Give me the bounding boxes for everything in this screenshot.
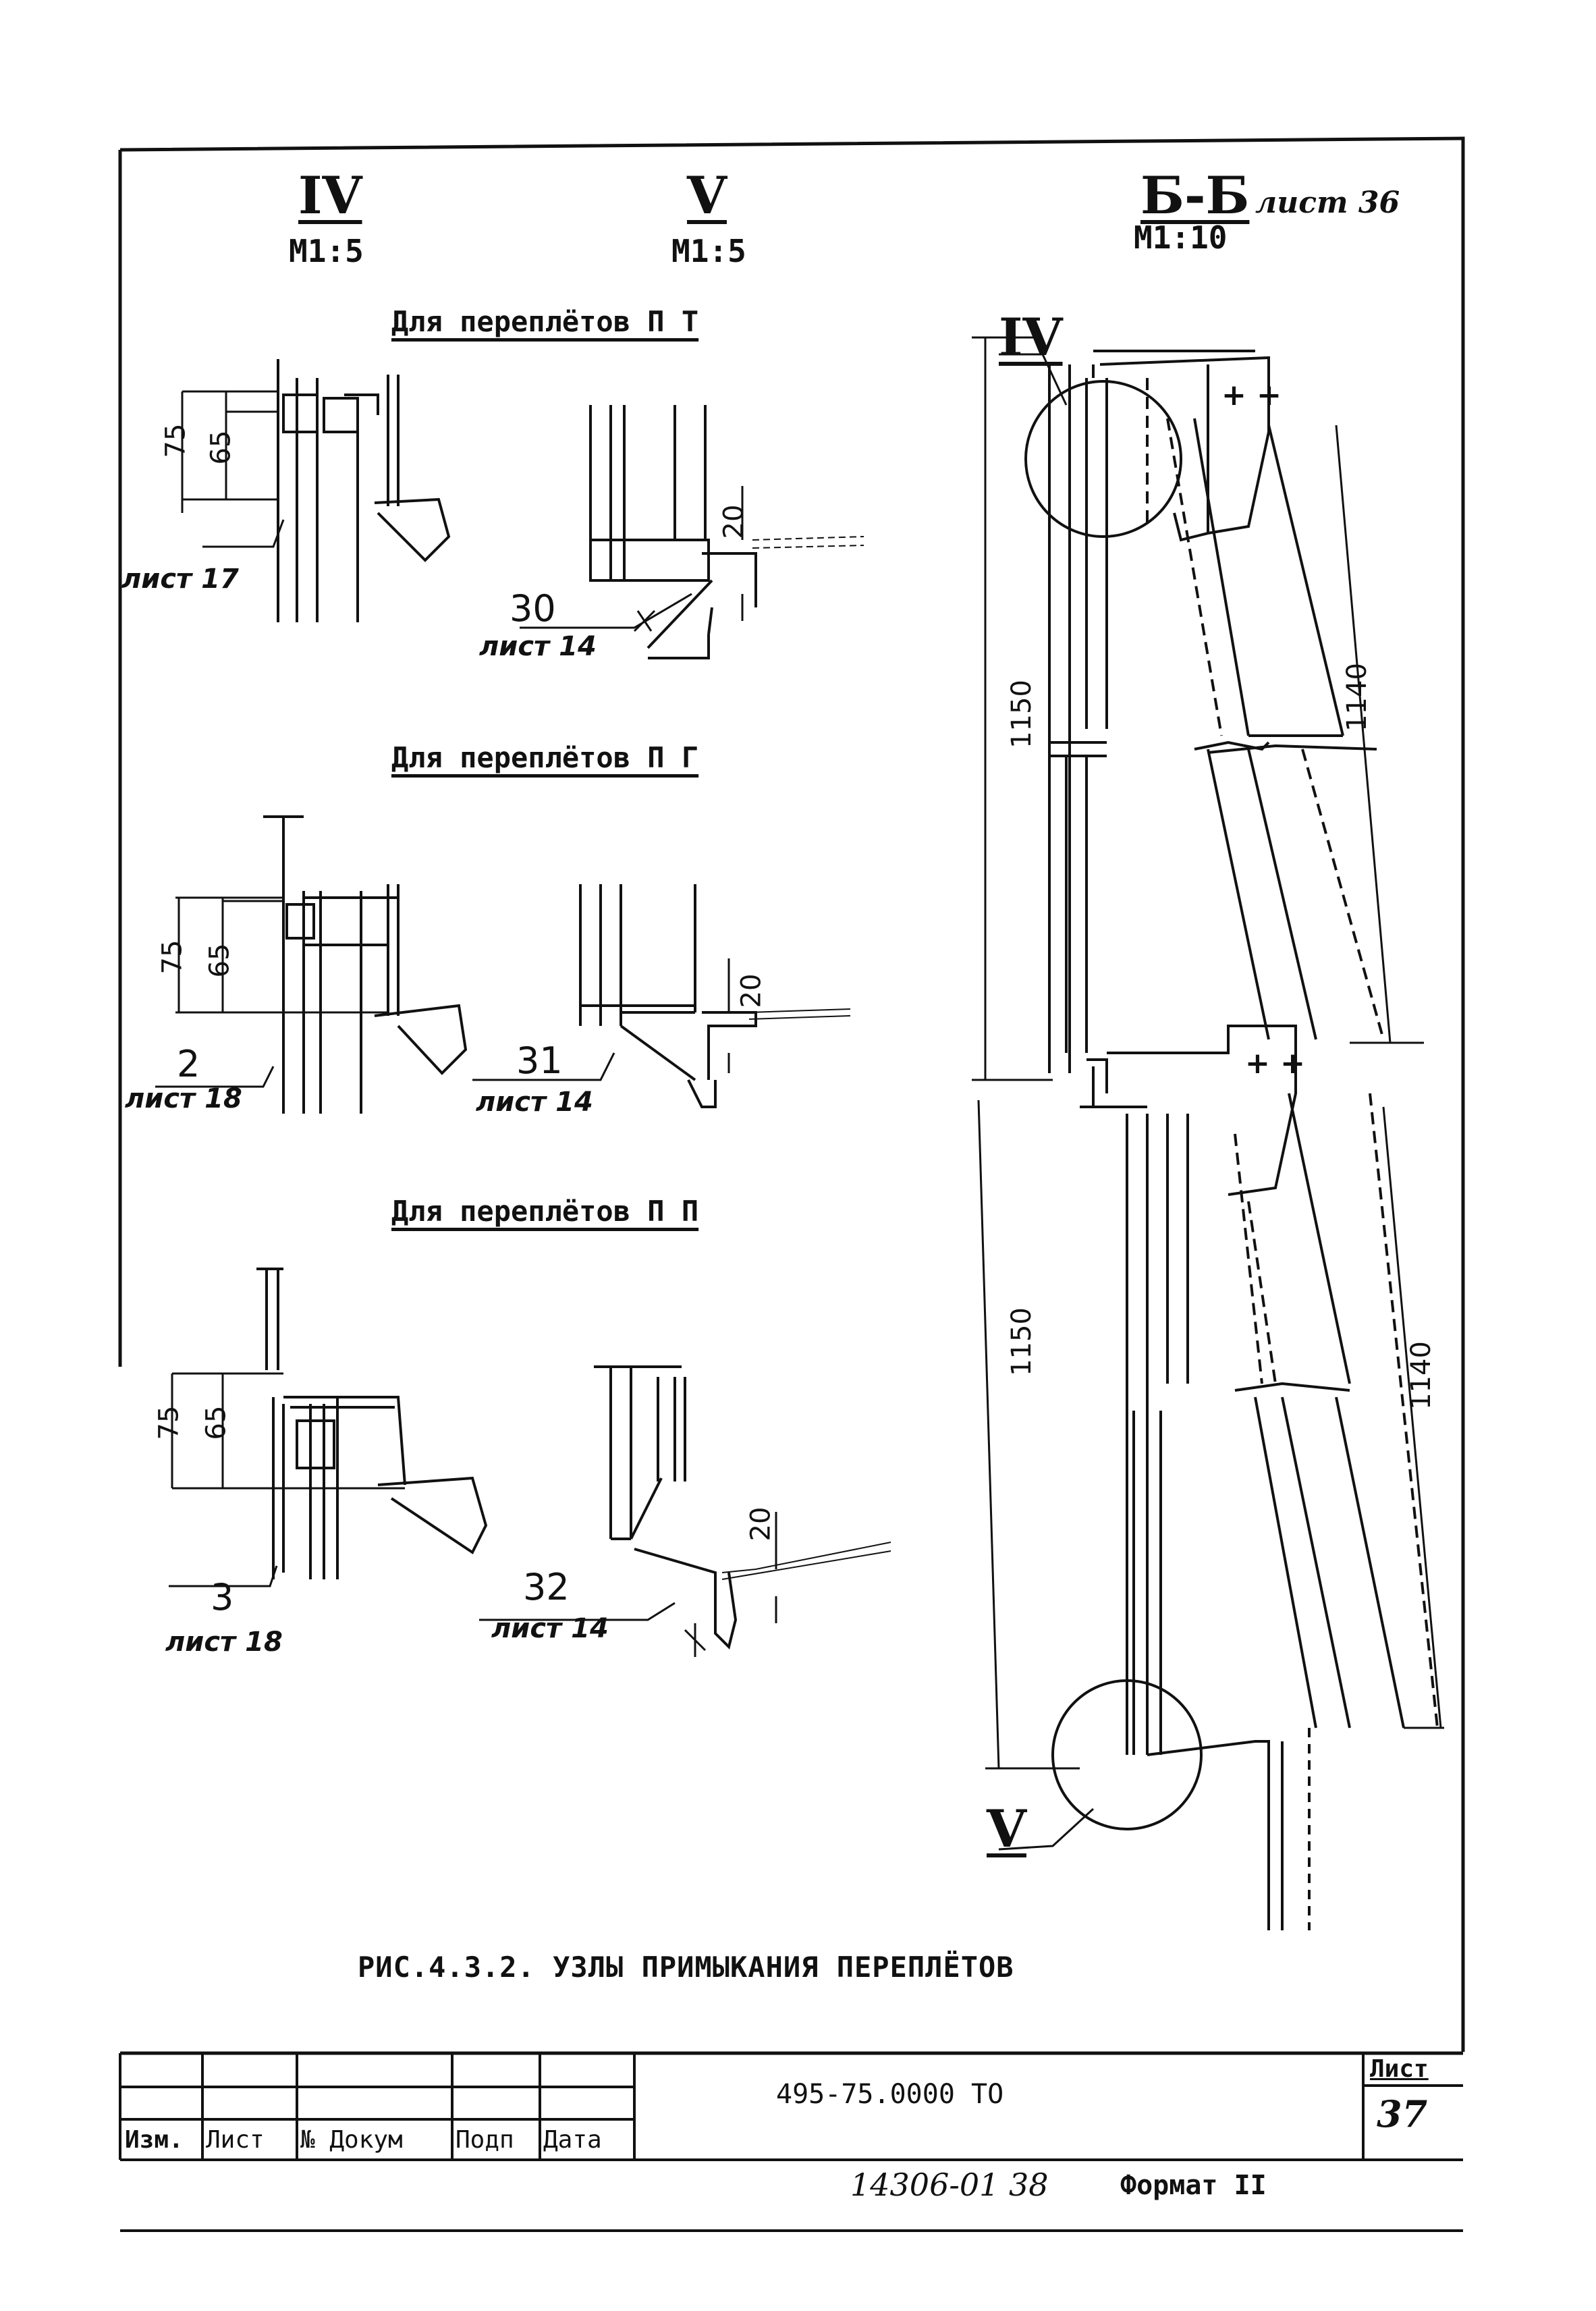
section-dim-1150-lower: 1150 bbox=[1006, 1307, 1037, 1376]
group-2-dim-20: 20 bbox=[736, 973, 767, 1008]
callout-circle-v bbox=[1051, 1679, 1203, 1830]
group-2-dim-65: 65 bbox=[204, 943, 236, 978]
group-2-left-sheet: лист 18 bbox=[125, 1083, 242, 1114]
group-2-left-num: 2 bbox=[177, 1043, 200, 1085]
tb-sheet-number: 37 bbox=[1377, 2092, 1428, 2136]
view-v-numeral: V bbox=[687, 165, 727, 225]
section-callout-v: V bbox=[987, 1799, 1026, 1859]
sheet-frame bbox=[118, 136, 1465, 2052]
tb-col-data: Дата bbox=[543, 2126, 602, 2154]
section-bb bbox=[972, 336, 1444, 1930]
group-1-right-num: 30 bbox=[510, 587, 556, 630]
tb-doc-code: 495-75.0000 ТО bbox=[776, 2079, 1004, 2110]
group-1-left-sheet: лист 17 bbox=[121, 564, 239, 595]
group-2-title: Для переплётов П Г bbox=[391, 741, 699, 774]
view-v-scale: M1:5 bbox=[671, 233, 746, 269]
svg-text:+ +: + + bbox=[1221, 378, 1282, 412]
tb-col-izm: Изм. bbox=[125, 2126, 184, 2154]
group-3-left-sheet: лист 18 bbox=[165, 1627, 283, 1658]
tb-col-podp: Подп bbox=[456, 2126, 514, 2154]
figure-caption: РИС.4.3.2. УЗЛЫ ПРИМЫКАНИЯ ПЕРЕПЛЁТОВ bbox=[358, 1951, 1014, 1984]
section-bb-scale: M1:10 bbox=[1134, 219, 1228, 256]
section-sheet-ref: лист 36 bbox=[1255, 186, 1400, 220]
group-3-dim-65: 65 bbox=[200, 1405, 232, 1440]
group-1-right-sheet: лист 14 bbox=[479, 631, 597, 662]
view-iv-numeral: IV bbox=[298, 165, 362, 225]
detail-v-2 bbox=[472, 884, 851, 1108]
tb-footer-right: Формат II bbox=[1120, 2170, 1267, 2201]
view-iv-scale: M1:5 bbox=[289, 233, 364, 269]
detail-iv-2 bbox=[155, 815, 468, 1114]
group-3-right-sheet: лист 14 bbox=[491, 1613, 609, 1644]
group-1-dim-20: 20 bbox=[718, 504, 750, 539]
group-1-dim-65: 65 bbox=[205, 430, 237, 465]
group-2-right-sheet: лист 14 bbox=[476, 1087, 593, 1118]
group-1-title: Для переплётов П Т bbox=[391, 305, 699, 338]
section-dim-1140-upper: 1140 bbox=[1341, 663, 1373, 732]
tb-col-dokum: № Докум bbox=[300, 2126, 403, 2154]
callout-circle-iv bbox=[1024, 380, 1182, 538]
group-2-right-num: 31 bbox=[516, 1039, 563, 1082]
detail-iv-1 bbox=[181, 359, 451, 622]
tb-sheet-label: Лист bbox=[1370, 2055, 1429, 2083]
section-dim-1140-lower: 1140 bbox=[1405, 1341, 1437, 1410]
group-3-dim-75: 75 bbox=[153, 1405, 185, 1440]
section-dim-1150-upper: 1150 bbox=[1006, 680, 1037, 749]
detail-v-1 bbox=[520, 405, 864, 659]
section-bb-label: Б-Б bbox=[1140, 165, 1250, 225]
group-3-right-num: 32 bbox=[523, 1566, 570, 1608]
group-3-dim-20: 20 bbox=[745, 1506, 777, 1542]
tb-col-list: Лист bbox=[206, 2126, 265, 2154]
section-callout-iv: IV bbox=[999, 307, 1063, 367]
group-3-left-num: 3 bbox=[211, 1576, 234, 1619]
tb-footer-left: 14306-01 38 bbox=[850, 2167, 1049, 2203]
svg-text:+ +: + + bbox=[1245, 1046, 1305, 1081]
detail-iv-3 bbox=[169, 1268, 488, 1587]
detail-v-3 bbox=[479, 1365, 891, 1657]
group-1-dim-75: 75 bbox=[160, 423, 192, 458]
group-2-dim-75: 75 bbox=[157, 940, 188, 975]
group-3-title: Для переплётов П П bbox=[391, 1195, 699, 1228]
title-block-grid bbox=[119, 2053, 1463, 2232]
